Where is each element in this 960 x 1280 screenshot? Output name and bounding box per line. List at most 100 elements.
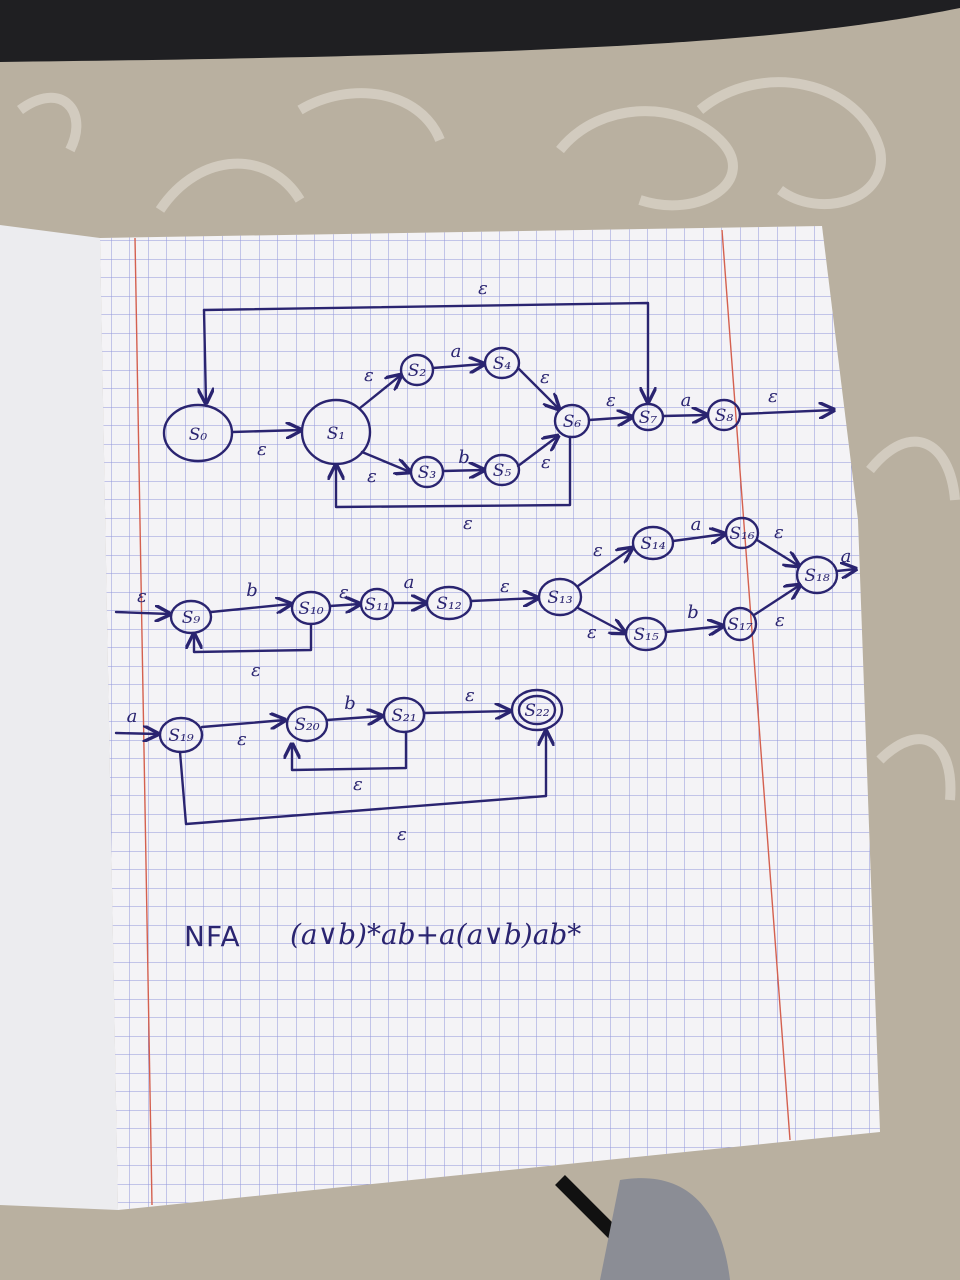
tablecloth-pattern [17, 77, 960, 801]
edge-s1-s3 [360, 450, 410, 472]
edge-label-s16-s18: ε [774, 522, 784, 543]
label-s9: S₉ [182, 608, 201, 628]
label-s19: S₁₉ [168, 726, 193, 746]
label-s10: S₁₀ [298, 599, 323, 619]
edge-label-s19-skip-s22: ε [397, 824, 407, 845]
edge-s10-s11 [328, 604, 360, 606]
pillow [600, 1178, 730, 1280]
edge-s21-back-s20 [292, 730, 408, 772]
edge-s15-s17 [664, 626, 723, 632]
edge-label-s7-s8: a [681, 390, 692, 411]
edge-s12-s13 [469, 598, 538, 601]
laptop-edge [0, 0, 960, 62]
edge-label-in-s9: ε [137, 586, 147, 607]
edge-label-s2-s4: a [451, 341, 462, 362]
edge-s8-out [738, 410, 834, 414]
edge-s5-s6 [516, 436, 558, 468]
edge-s17-s18 [752, 585, 800, 617]
edge-s19-s20 [200, 720, 285, 727]
edge-label-back-s1: ε [463, 513, 473, 534]
edge-s19-skip-s22 [178, 731, 546, 826]
edge-s7-s8 [661, 415, 707, 416]
left-page [0, 225, 118, 1210]
grid-lines [100, 226, 880, 1210]
edge-s10-back-s9 [194, 622, 313, 654]
edge-label-s1-s3: ε [367, 466, 377, 487]
label-s17: S₁₇ [727, 615, 752, 635]
edge-label-s15-s17: b [687, 602, 699, 623]
state-s18 [795, 555, 839, 595]
edge-label-s13-s14: ε [593, 540, 603, 561]
edge-label-in-s19: a [127, 706, 138, 727]
edge-s2-s4 [431, 364, 484, 368]
edge-label-s19-s20: ε [237, 729, 247, 750]
edge-s6-s7 [587, 417, 632, 420]
label-s0: S₀ [189, 425, 208, 445]
edge-s1-s2 [358, 375, 401, 410]
label-s21: S₂₁ [391, 706, 416, 726]
edge-in-s19 [114, 733, 158, 734]
state-s22-inner [517, 694, 557, 726]
edge-label-s11-s12: a [404, 572, 415, 593]
label-s5: S₅ [493, 461, 512, 481]
label-s8: S₈ [715, 406, 734, 426]
edge-label-s1-s2: ε [364, 365, 374, 386]
regex-expression: (a∨b)*ab+a(a∨b)ab* [290, 918, 581, 951]
edge-s6-back-s1 [336, 435, 572, 509]
state-s22 [510, 688, 564, 732]
label-s12: S₁₂ [436, 594, 461, 614]
edge-s16-s18 [755, 538, 799, 566]
edge-label-s4-s6: ε [540, 367, 550, 388]
label-s3: S₃ [418, 463, 437, 483]
edge-label-s6-s7: ε [606, 390, 616, 411]
edge-label-s21-back-s20: ε [353, 774, 363, 795]
automaton-middle: S₉ S₁₀ S₁₁ S₁₂ S₁₃ S₁₄ S₁₆ S₁₅ S₁₇ S₁₈ ε… [114, 514, 856, 681]
edge-label-s8-out: ε [768, 386, 778, 407]
edge-s18-out [835, 569, 856, 571]
margin-line-left [134, 237, 153, 1206]
edge-label-s14-s16: a [691, 514, 702, 535]
label-s16: S₁₆ [729, 524, 754, 544]
edge-label-s5-s6: ε [541, 452, 551, 473]
label-s6: S₆ [563, 412, 582, 432]
automaton-top: S₀ S₁ S₂ S₄ S₃ S₅ S₆ S₇ S₈ ε ε ε a ε ε b… [162, 278, 834, 534]
label-s15: S₁₅ [633, 625, 658, 645]
edge-s0-s1 [230, 430, 301, 432]
nfa-title: NFA [184, 920, 241, 953]
edge-label-s0-s1: ε [257, 439, 267, 460]
edge-s21-s22 [422, 711, 510, 713]
label-s18: S₁₈ [804, 566, 829, 586]
edge-in-s9 [114, 612, 170, 614]
automaton-bottom: S₁₉ S₂₀ S₂₁ S₂₂ a ε b ε ε ε [114, 685, 564, 845]
edge-s9-s10 [209, 604, 291, 612]
margin-line-right [721, 229, 791, 1141]
edge-s4-s6 [516, 366, 559, 409]
label-s13: S₁₃ [547, 588, 572, 608]
label-s11: S₁₁ [364, 595, 389, 615]
label-s20: S₂₀ [294, 715, 319, 735]
edge-label-s20-s21: b [344, 693, 356, 714]
edge-label-top-eps: ε [478, 278, 488, 299]
edge-s13-s14 [576, 548, 632, 588]
edge-s13-s15 [576, 606, 625, 633]
edge-label-s10-back-s9: ε [251, 660, 261, 681]
edge-label-s10-s11: ε [339, 582, 349, 603]
edge-label-s12-s13: ε [500, 576, 510, 597]
state-s2 [399, 353, 435, 387]
edge-label-s17-s18: ε [775, 610, 785, 631]
edge-s3-s5 [441, 470, 484, 471]
label-s1: S₁ [327, 424, 345, 444]
label-s22: S₂₂ [524, 701, 549, 721]
label-s4: S₄ [493, 354, 512, 374]
label-s2: S₂ [408, 361, 427, 381]
edge-top-to-s0 [204, 308, 206, 403]
label-s7: S₇ [639, 408, 658, 428]
edge-label-s18-out: a [841, 546, 852, 567]
edge-label-s21-s22: ε [465, 685, 475, 706]
edge-label-s13-s15: ε [587, 622, 597, 643]
state-s14 [631, 525, 675, 561]
edge-s14-s16 [671, 534, 725, 541]
edge-label-s9-s10: b [246, 580, 258, 601]
edge-label-s3-s5: b [458, 447, 470, 468]
